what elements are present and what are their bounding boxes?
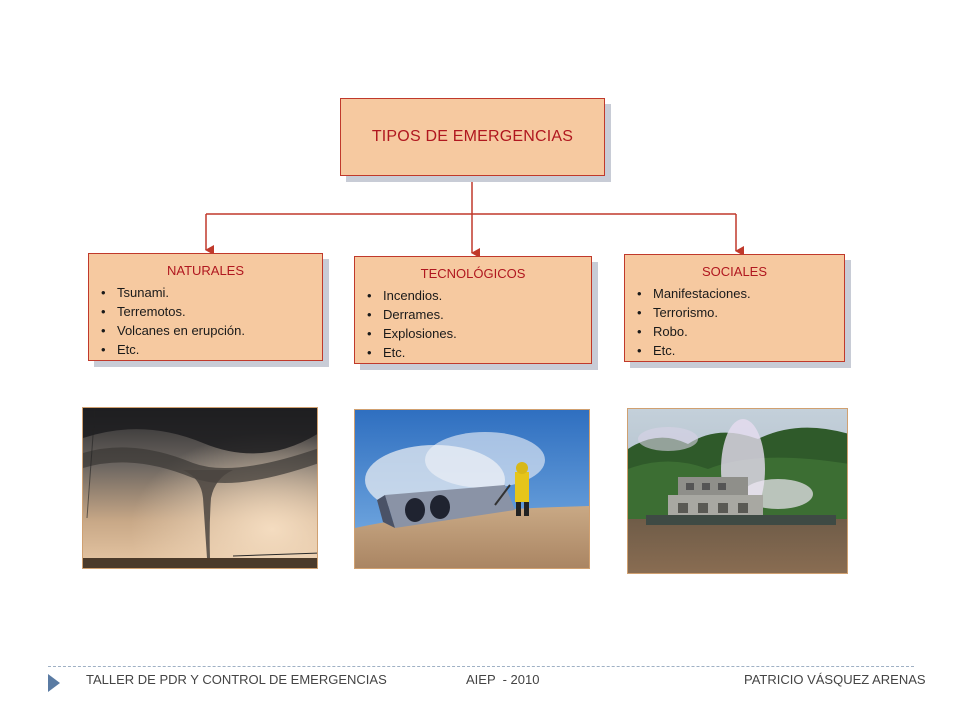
overturned-tanker-photo xyxy=(354,409,590,569)
list-item: Etc. xyxy=(101,340,322,359)
tornado-photo xyxy=(82,407,318,569)
list-item: Volcanes en erupción. xyxy=(101,321,322,340)
category-title: NATURALES xyxy=(166,263,245,278)
list-item: Manifestaciones. xyxy=(637,284,844,303)
category-naturales: NATURALES Tsunami. Terremotos. Volcanes … xyxy=(88,253,323,361)
list-item: Robo. xyxy=(637,322,844,341)
list-item: Tsunami. xyxy=(101,283,322,302)
list-item: Derrames. xyxy=(367,305,591,324)
burning-riverboat-photo xyxy=(627,408,848,574)
list-item: Incendios. xyxy=(367,286,591,305)
list-item: Etc. xyxy=(367,343,591,362)
list-item: Etc. xyxy=(637,341,844,360)
category-tecnologicos: TECNOLÓGICOS Incendios. Derrames. Explos… xyxy=(354,256,592,364)
footer-arrow-icon xyxy=(48,674,60,692)
footer-divider xyxy=(48,666,914,667)
footer-author: PATRICIO VÁSQUEZ ARENAS xyxy=(744,672,926,687)
category-sociales: SOCIALES Manifestaciones. Terrorismo. Ro… xyxy=(624,254,845,362)
category-title: SOCIALES xyxy=(701,264,768,279)
list-item: Explosiones. xyxy=(367,324,591,343)
category-items: Incendios. Derrames. Explosiones. Etc. xyxy=(355,286,591,362)
category-items: Manifestaciones. Terrorismo. Robo. Etc. xyxy=(625,284,844,360)
list-item: Terrorismo. xyxy=(637,303,844,322)
footer-institution: AIEP - 2010 xyxy=(466,672,540,687)
category-items: Tsunami. Terremotos. Volcanes en erupció… xyxy=(89,283,322,359)
diagram-title: TIPOS DE EMERGENCIAS xyxy=(371,128,574,145)
category-title: TECNOLÓGICOS xyxy=(420,266,526,281)
footer-course-title: TALLER DE PDR Y CONTROL DE EMERGENCIAS xyxy=(86,672,387,687)
root-node: TIPOS DE EMERGENCIAS xyxy=(340,98,605,176)
list-item: Terremotos. xyxy=(101,302,322,321)
